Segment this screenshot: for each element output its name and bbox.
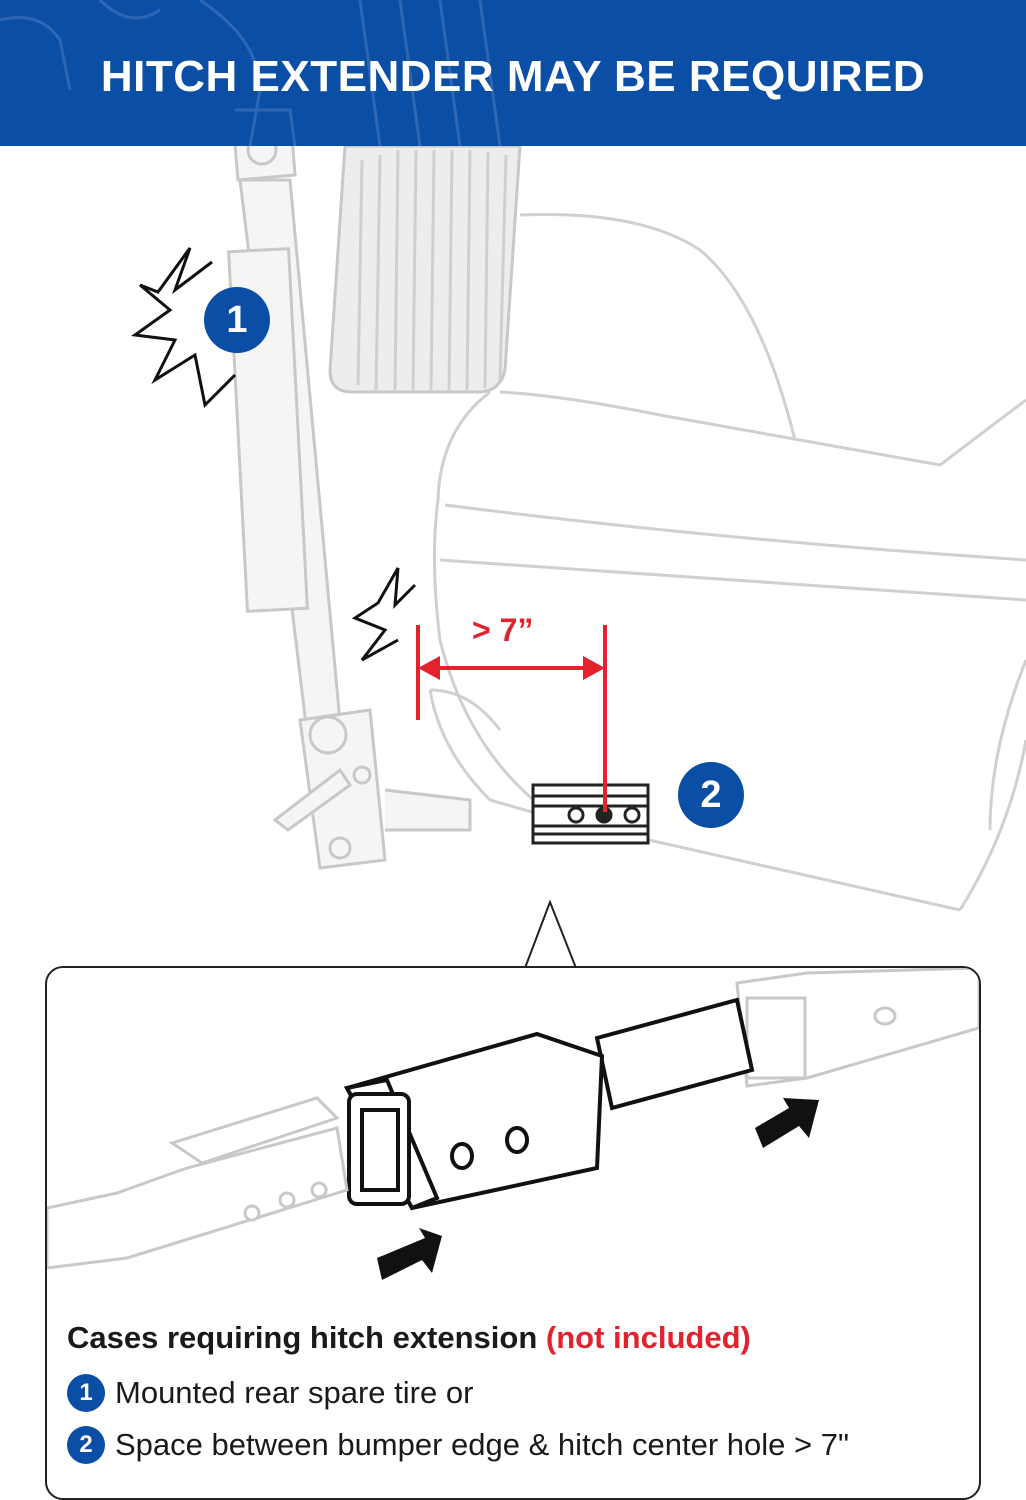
bike-rack-bar [47,1096,349,1270]
case-text-2: Space between bumper edge & hitch center… [115,1427,849,1462]
page-title: HITCH EXTENDER MAY BE REQUIRED [100,52,926,101]
spare-tire [328,146,522,394]
vehicle-body [428,212,1026,912]
case-badge-2: 2 [67,1426,105,1464]
callout-badge-1: 1 [204,287,270,353]
cases-heading-text: Cases requiring hitch extension [67,1320,538,1355]
case-text-1: Mounted rear spare tire or [115,1375,474,1410]
arrow-left-icon [755,1098,819,1148]
cases-heading-note: (not included) [545,1320,751,1355]
measurement-dimension [416,625,607,812]
callout-box: Cases requiring hitch extension (not inc… [45,966,981,1500]
callout-pointer [524,900,577,969]
hitch-receiver-block [531,783,650,845]
arrow-right-icon [377,1228,442,1280]
vehicle-scene-illustration [131,146,1026,912]
callout-badge-2: 2 [678,762,744,828]
impact-burst-icon-upper [131,247,237,409]
vehicle-receiver-tube [735,968,979,1088]
measurement-label: > 7” [472,612,534,648]
cases-heading: Cases requiring hitch extension (not inc… [67,1320,751,1356]
banner-line-art [0,0,502,146]
hitch-extender [343,997,755,1211]
case-item-1: 1 Mounted rear spare tire or [67,1374,473,1412]
impact-burst-icon-lower [351,567,417,662]
case-item-2: 2 Space between bumper edge & hitch cent… [67,1426,849,1464]
case-badge-1: 1 [67,1374,105,1412]
header-banner: HITCH EXTENDER MAY BE REQUIRED [0,0,1026,146]
hitch-extender-illustration [47,968,979,1280]
